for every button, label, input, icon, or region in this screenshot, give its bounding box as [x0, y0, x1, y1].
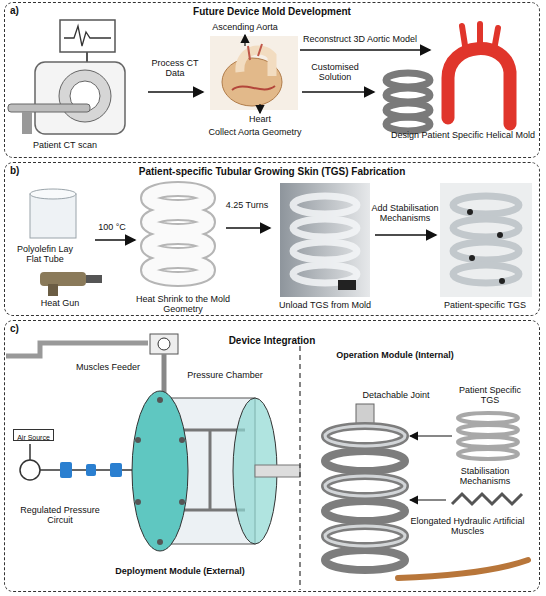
white-helix	[148, 189, 208, 279]
part-label: Add Stabilisation Mechanisms	[370, 203, 440, 224]
muscles-feeder	[150, 334, 178, 354]
panel-box: c) Device IntegrationAir Source	[4, 320, 540, 592]
part-label: Stabilisation Mechanisms	[440, 466, 530, 487]
panel-box: b) Patient-specific Tubular Growing Skin …	[4, 162, 540, 316]
part-label: Patient-specific TGS	[435, 300, 535, 310]
panel-title: Future Device Mold Development	[25, 6, 519, 17]
tgs-photo	[280, 183, 370, 297]
tgs-icon	[458, 413, 518, 459]
panel-letter: a)	[10, 5, 19, 16]
part-label: Muscles Feeder	[68, 362, 148, 372]
part-label: Regulated Pressure Circuit	[15, 505, 105, 526]
part-label: Customised Solution	[305, 62, 365, 83]
panel-title: Device Integration	[25, 335, 519, 346]
part-label: Ascending Aorta	[205, 22, 285, 32]
part-label: 4.25 Turns	[222, 200, 272, 210]
valves	[60, 462, 122, 478]
pressure-gauge	[20, 460, 40, 480]
heart-photo	[210, 36, 298, 110]
part-label: Pressure Chamber	[180, 370, 270, 380]
box-label: Air Source	[17, 434, 50, 441]
part-label: Patient Specific TGS	[450, 385, 530, 406]
heat-gun	[40, 272, 102, 296]
part-label: Polyolefin Lay Flat Tube	[10, 244, 80, 265]
part-label: 100 °C	[92, 222, 132, 232]
part-label: Heart	[235, 114, 285, 124]
aorta-model	[448, 24, 510, 124]
part-label: Heat Shrink to the Mold Geometry	[128, 294, 238, 315]
module-label: Operation Module (Internal)	[330, 350, 460, 360]
stabiliser-icon	[452, 494, 522, 504]
part-label: Design Patient Specific Helical Mold	[388, 130, 538, 140]
device-helix	[325, 426, 405, 570]
panel-letter: c)	[10, 323, 19, 334]
part-label: Collect Aorta Geometry	[200, 127, 310, 137]
panel-title: Patient-specific Tubular Growing Skin (T…	[25, 166, 519, 177]
panel-letter: b)	[10, 165, 19, 176]
lay-flat-tube	[30, 189, 76, 238]
tgs-photo-final	[440, 183, 532, 297]
part-label: Detachable Joint	[356, 390, 436, 400]
ct-scanner	[8, 20, 125, 134]
artificial-muscle	[398, 560, 528, 578]
part-label: Patient CT scan	[10, 140, 120, 150]
source-box: Air Source	[13, 429, 54, 441]
part-label: Unload TGS from Mold	[265, 300, 385, 310]
part-label: Heat Gun	[30, 298, 90, 308]
module-label: Deployment Module (External)	[115, 566, 245, 576]
part-label: Process CT Data	[145, 58, 205, 79]
part-label: Reconstruct 3D Aortic Model	[300, 34, 420, 44]
pressure-chamber	[132, 391, 300, 551]
helical-mold	[386, 73, 430, 131]
part-label: Elongated Hydraulic Artificial Muscles	[410, 516, 525, 537]
